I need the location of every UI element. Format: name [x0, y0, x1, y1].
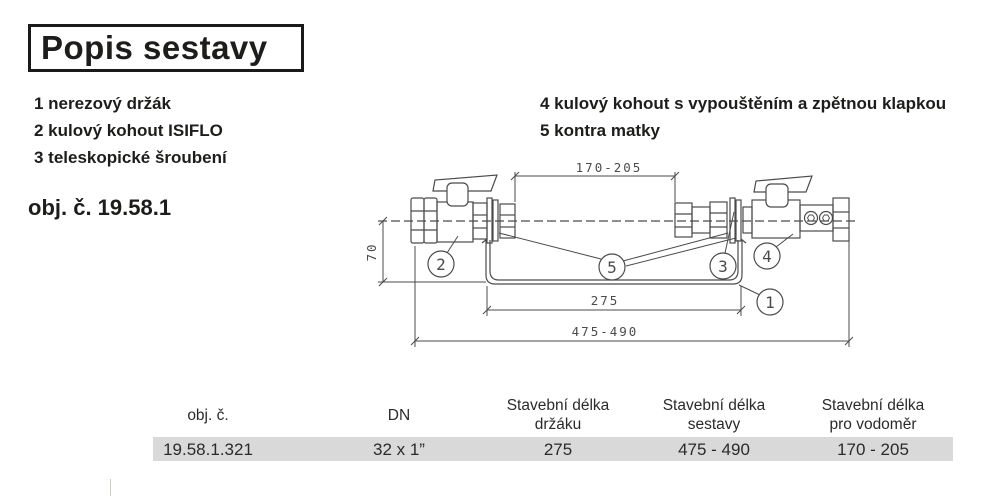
col-header-delka-vodomer: Stavební délka pro vodoměr — [783, 394, 963, 436]
svg-text:5: 5 — [607, 258, 617, 277]
list-item: 3 teleskopické šroubení — [34, 148, 227, 167]
dim-label-bracket: 275 — [591, 293, 620, 308]
col-header-delka-drzaku: Stavební délka držáku — [473, 394, 643, 436]
drain-plug — [818, 210, 834, 226]
dim-label-assembly: 475-490 — [572, 324, 639, 339]
parts-list-left: 1 nerezový držák 2 kulový kohout ISIFLO … — [34, 90, 227, 171]
page-title: Popis sestavy — [41, 29, 268, 66]
header-line: Stavební délka — [506, 397, 610, 414]
callout-5 — [598, 253, 626, 281]
dim-label-height: 70 — [364, 242, 379, 261]
cell-delka-sestavy: 475 - 490 — [678, 440, 750, 459]
callout-4 — [753, 242, 781, 270]
list-item: 4 kulový kohout s vypouštěním a zpětnou … — [540, 94, 947, 113]
callout-1 — [756, 288, 784, 316]
cell-delka-drzaku: 275 — [543, 440, 573, 459]
drain-plug — [803, 210, 819, 226]
leader-lines — [446, 211, 794, 296]
right-valve — [674, 175, 850, 244]
page-title-box: Popis sestavy — [28, 24, 304, 72]
valve-handle-grip — [765, 183, 789, 208]
cell-dn: 32 x 1” — [373, 440, 425, 459]
callout-2 — [427, 250, 455, 278]
header-line: sestavy — [687, 416, 741, 433]
col-header-obj-c: obj. č. — [128, 394, 288, 436]
parts-list-right: 4 kulový kohout s vypouštěním a zpětnou … — [540, 90, 946, 144]
valve-handle-grip — [446, 182, 469, 207]
header-line: obj. č. — [187, 406, 229, 424]
scan-artifact — [110, 479, 111, 496]
dimension-top: 170-205 — [510, 160, 680, 202]
cell-delka-vodomer: 170 - 205 — [837, 440, 909, 459]
col-header-dn: DN — [319, 394, 479, 436]
order-number: obj. č. 19.58.1 — [28, 195, 172, 220]
list-item: 1 nerezový držák — [34, 94, 172, 113]
callout-3 — [709, 252, 737, 280]
svg-text:1: 1 — [765, 293, 775, 312]
svg-text:2: 2 — [436, 255, 446, 274]
svg-text:3: 3 — [718, 257, 728, 276]
table-row — [153, 437, 953, 461]
header-line: DN — [387, 406, 411, 424]
header-line: Stavební délka — [821, 397, 925, 414]
dimension-middle: 275 — [482, 286, 746, 316]
list-item: 5 kontra matky — [540, 121, 660, 140]
col-header-delka-sestavy: Stavební délka sestavy — [629, 394, 799, 436]
dimension-bottom: 475-490 — [410, 206, 854, 347]
header-line: pro vodoměr — [829, 416, 917, 433]
header-line: držáku — [534, 416, 582, 433]
list-item: 2 kulový kohout ISIFLO — [34, 121, 223, 140]
dimension-left: 70 — [364, 216, 486, 287]
svg-text:4: 4 — [762, 247, 772, 266]
header-line: Stavební délka — [662, 397, 766, 414]
cell-obj-c: 19.58.1.321 — [163, 440, 253, 459]
callouts: 2 5 3 4 1 — [427, 242, 784, 316]
left-valve — [410, 174, 516, 244]
dim-label-meter: 170-205 — [576, 160, 643, 175]
